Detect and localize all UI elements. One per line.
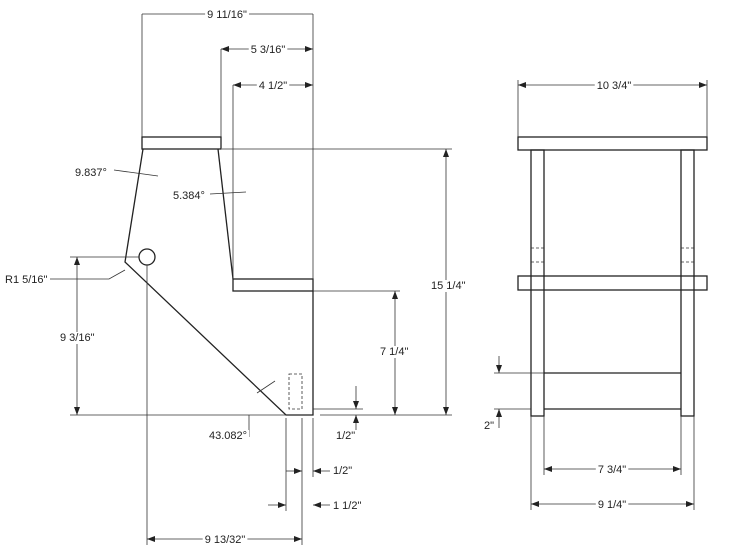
dim-pivot-height: 9 3/16" — [60, 332, 95, 344]
dim-radius: R1 5/16" — [5, 274, 48, 286]
dim-total-height: 15 1/4" — [431, 280, 466, 292]
side-panel-outline — [124, 148, 314, 416]
dim-diagonal-angle: 43.082° — [209, 430, 247, 442]
dim-rail-height: 2" — [484, 420, 494, 432]
hidden-foot — [288, 373, 303, 410]
pivot-hole — [138, 248, 156, 266]
dim-front-inner-width: 7 3/4" — [598, 464, 626, 476]
side-panel-inner-edge — [217, 148, 234, 280]
dim-overall-width: 9 11/16" — [207, 9, 247, 21]
dim-lower-step-height: 7 1/4" — [380, 346, 408, 358]
top-step-board — [141, 136, 222, 150]
dim-back-angle: 9.837° — [75, 167, 107, 179]
front-top-board — [517, 136, 708, 151]
side-view: 9 11/16" 5 3/16" 4 1/2" 9.837° 5.384° R1… — [3, 9, 468, 546]
dim-foot-height: 1/2" — [336, 430, 355, 442]
dim-front-outer-width: 9 1/4" — [598, 499, 626, 511]
dim-top-step-width: 5 3/16" — [251, 44, 286, 56]
dim-inner-width: 4 1/2" — [259, 80, 287, 92]
dim-front-top-width: 10 3/4" — [597, 80, 632, 92]
front-left-leg — [530, 149, 545, 417]
dim-inner-angle: 5.384° — [173, 190, 205, 202]
lower-step-board — [232, 278, 314, 292]
dim-foot-offset: 1 1/2" — [333, 500, 361, 512]
front-view: 10 3/4" 2" 7 3/4" 9 1/4" — [482, 80, 708, 511]
front-right-leg — [680, 149, 695, 417]
dim-base-length: 9 13/32" — [205, 534, 246, 546]
front-middle-board — [517, 275, 708, 291]
dim-foot-width: 1/2" — [333, 465, 352, 477]
